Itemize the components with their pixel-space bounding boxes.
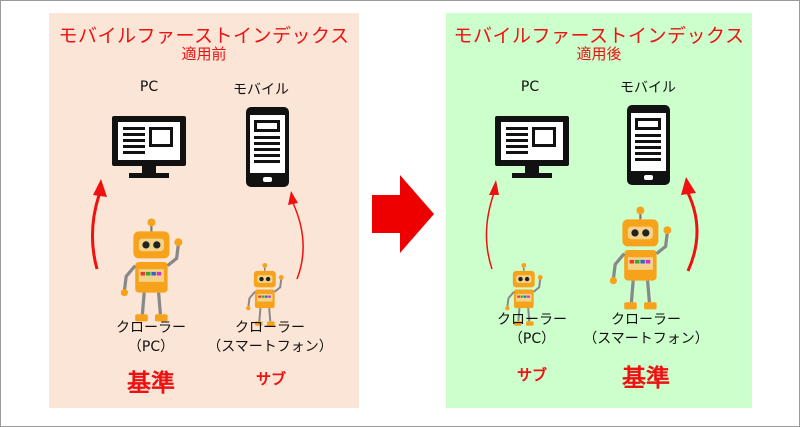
crawler-type: （スマートフォン） bbox=[583, 331, 709, 347]
crawler-name: クローラー bbox=[235, 320, 305, 336]
panel-before: モバイルファーストインデックス 適用前 PC モバイル bbox=[49, 13, 359, 408]
arrow-right-icon bbox=[372, 175, 434, 253]
robot-icon bbox=[246, 262, 284, 326]
crawler-name: クローラー bbox=[116, 320, 186, 336]
robot-icon bbox=[609, 206, 672, 310]
panel-after: モバイルファーストインデックス 適用後 PC モバイル bbox=[446, 13, 752, 408]
arrow-up-icon bbox=[681, 177, 699, 272]
pc-label: PC bbox=[520, 79, 540, 95]
crawler-type: （PC） bbox=[127, 339, 175, 355]
panel-title: モバイルファーストインデックス bbox=[58, 25, 350, 47]
panel-subtitle: 適用前 bbox=[181, 45, 227, 63]
crawler-type: （PC） bbox=[508, 331, 556, 347]
panel-subtitle: 適用後 bbox=[576, 45, 622, 63]
crawler-name: クローラー bbox=[611, 312, 681, 328]
crawler-name: クローラー bbox=[497, 312, 567, 328]
crawler-mobile-label: クローラー （スマートフォン） bbox=[576, 311, 716, 349]
mobile-label: モバイル bbox=[620, 80, 676, 96]
monitor-icon bbox=[112, 116, 186, 178]
arrow-up-icon bbox=[485, 180, 499, 270]
pc-label: PC bbox=[139, 79, 159, 95]
panel-title: モバイルファーストインデックス bbox=[453, 25, 745, 47]
smartphone-icon bbox=[246, 107, 289, 187]
arrow-up-icon bbox=[288, 191, 304, 280]
crawler-pc-label: クローラー （PC） bbox=[81, 319, 221, 357]
crawler-pc-label: クローラー （PC） bbox=[462, 311, 602, 349]
monitor-icon bbox=[495, 116, 569, 178]
mobile-role-badge: サブ bbox=[255, 370, 286, 388]
mobile-label: モバイル bbox=[233, 82, 289, 98]
robot-icon bbox=[120, 218, 183, 322]
robot-icon bbox=[505, 262, 543, 326]
arrow-up-icon bbox=[90, 179, 107, 270]
crawler-type: （スマートフォン） bbox=[207, 339, 333, 355]
smartphone-icon bbox=[627, 105, 670, 185]
crawler-mobile-label: クローラー （スマートフォン） bbox=[200, 319, 340, 357]
pc-role-badge: サブ bbox=[516, 366, 547, 384]
pc-role-badge: 基準 bbox=[127, 369, 175, 397]
mobile-role-badge: 基準 bbox=[622, 364, 670, 392]
